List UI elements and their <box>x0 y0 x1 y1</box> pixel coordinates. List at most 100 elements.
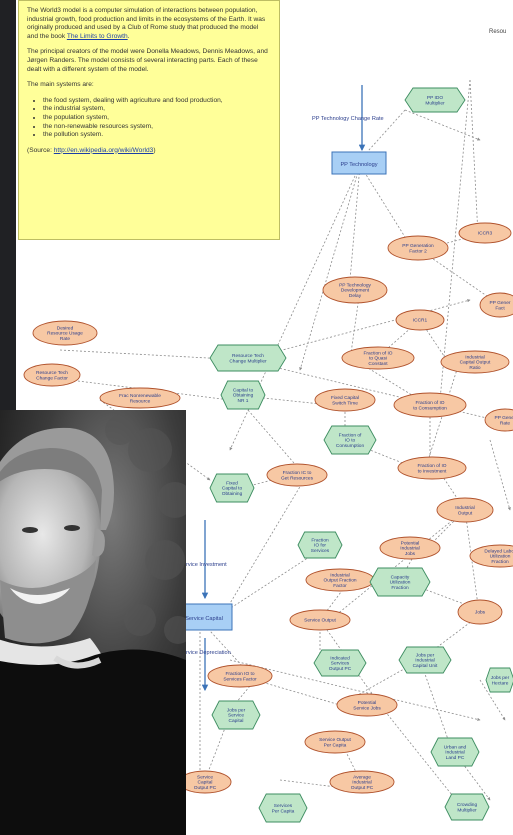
converter-hexagon <box>369 567 431 597</box>
converter-hexagon <box>398 646 452 674</box>
systems-list-item: the pollution system. <box>43 131 271 140</box>
converter-ellipse <box>207 664 273 688</box>
portrait-photo <box>0 410 186 835</box>
converter-ellipse <box>23 363 81 387</box>
converter-hexagon <box>297 531 343 559</box>
converter-hexagon <box>313 649 367 677</box>
converter-ellipse <box>329 770 395 794</box>
converter-ellipse <box>436 497 494 523</box>
note-paragraph-1: The World3 model is a computer simulatio… <box>27 7 266 40</box>
converter-ellipse <box>289 609 351 631</box>
systems-list-item: the non-renewable resources system, <box>43 123 271 132</box>
converter-ellipse <box>99 387 181 409</box>
source-link[interactable]: http://en.wikipedia.org/wiki/World3 <box>53 146 154 154</box>
world3-info-note: The World3 model is a computer simulatio… <box>18 0 280 240</box>
limits-to-growth-link[interactable]: The Limits to Growth <box>66 32 128 40</box>
converter-ellipse <box>304 730 366 754</box>
converter-hexagon <box>209 473 255 503</box>
left-dark-strip <box>0 0 16 410</box>
note-paragraph-3: The main systems are: <box>27 81 94 89</box>
converter-hexagon <box>485 667 513 693</box>
header-label: Resou <box>489 29 506 35</box>
converter-label: Jobs <box>475 610 486 616</box>
systems-list-item: the industrial system, <box>43 105 271 114</box>
source-label: (Source: <box>27 146 54 154</box>
converter-service-output: Service Output <box>289 609 351 631</box>
converter-ellipse <box>458 222 512 244</box>
converter-ellipse <box>484 408 513 432</box>
note-source: (Source: http://en.wikipedia.org/wiki/Wo… <box>27 147 271 156</box>
converter-ellipse <box>393 392 467 418</box>
converter-ellipse <box>341 346 415 370</box>
flow-labels: PP Technology Change Rate rvice Investme… <box>186 116 384 656</box>
converter-ellipse <box>440 350 510 374</box>
converter-label: ICCR3 <box>478 231 493 237</box>
converter-hexagon <box>404 87 466 113</box>
header-text: Resou <box>489 29 506 35</box>
converter-hexagon <box>220 380 266 410</box>
pp-tech-change-rate-label: PP Technology Change Rate <box>312 116 384 122</box>
converter-hexagon <box>211 700 261 730</box>
service-depreciation-label: rvice Depreciation <box>186 650 231 656</box>
stock-label: PP Technology <box>340 162 377 168</box>
converter-ellipse <box>314 388 376 412</box>
converter-label: ICCR1 <box>413 318 428 324</box>
converter-iccr1: ICCR1 <box>395 309 445 331</box>
converter-hexagon <box>209 344 287 372</box>
converter-label: Service Output <box>304 618 336 624</box>
converter-iccr3: ICCR3 <box>458 222 512 244</box>
converter-ellipse <box>32 320 98 346</box>
systems-list: the food system, dealing with agricultur… <box>27 97 271 140</box>
converter-ellipse <box>387 235 449 261</box>
